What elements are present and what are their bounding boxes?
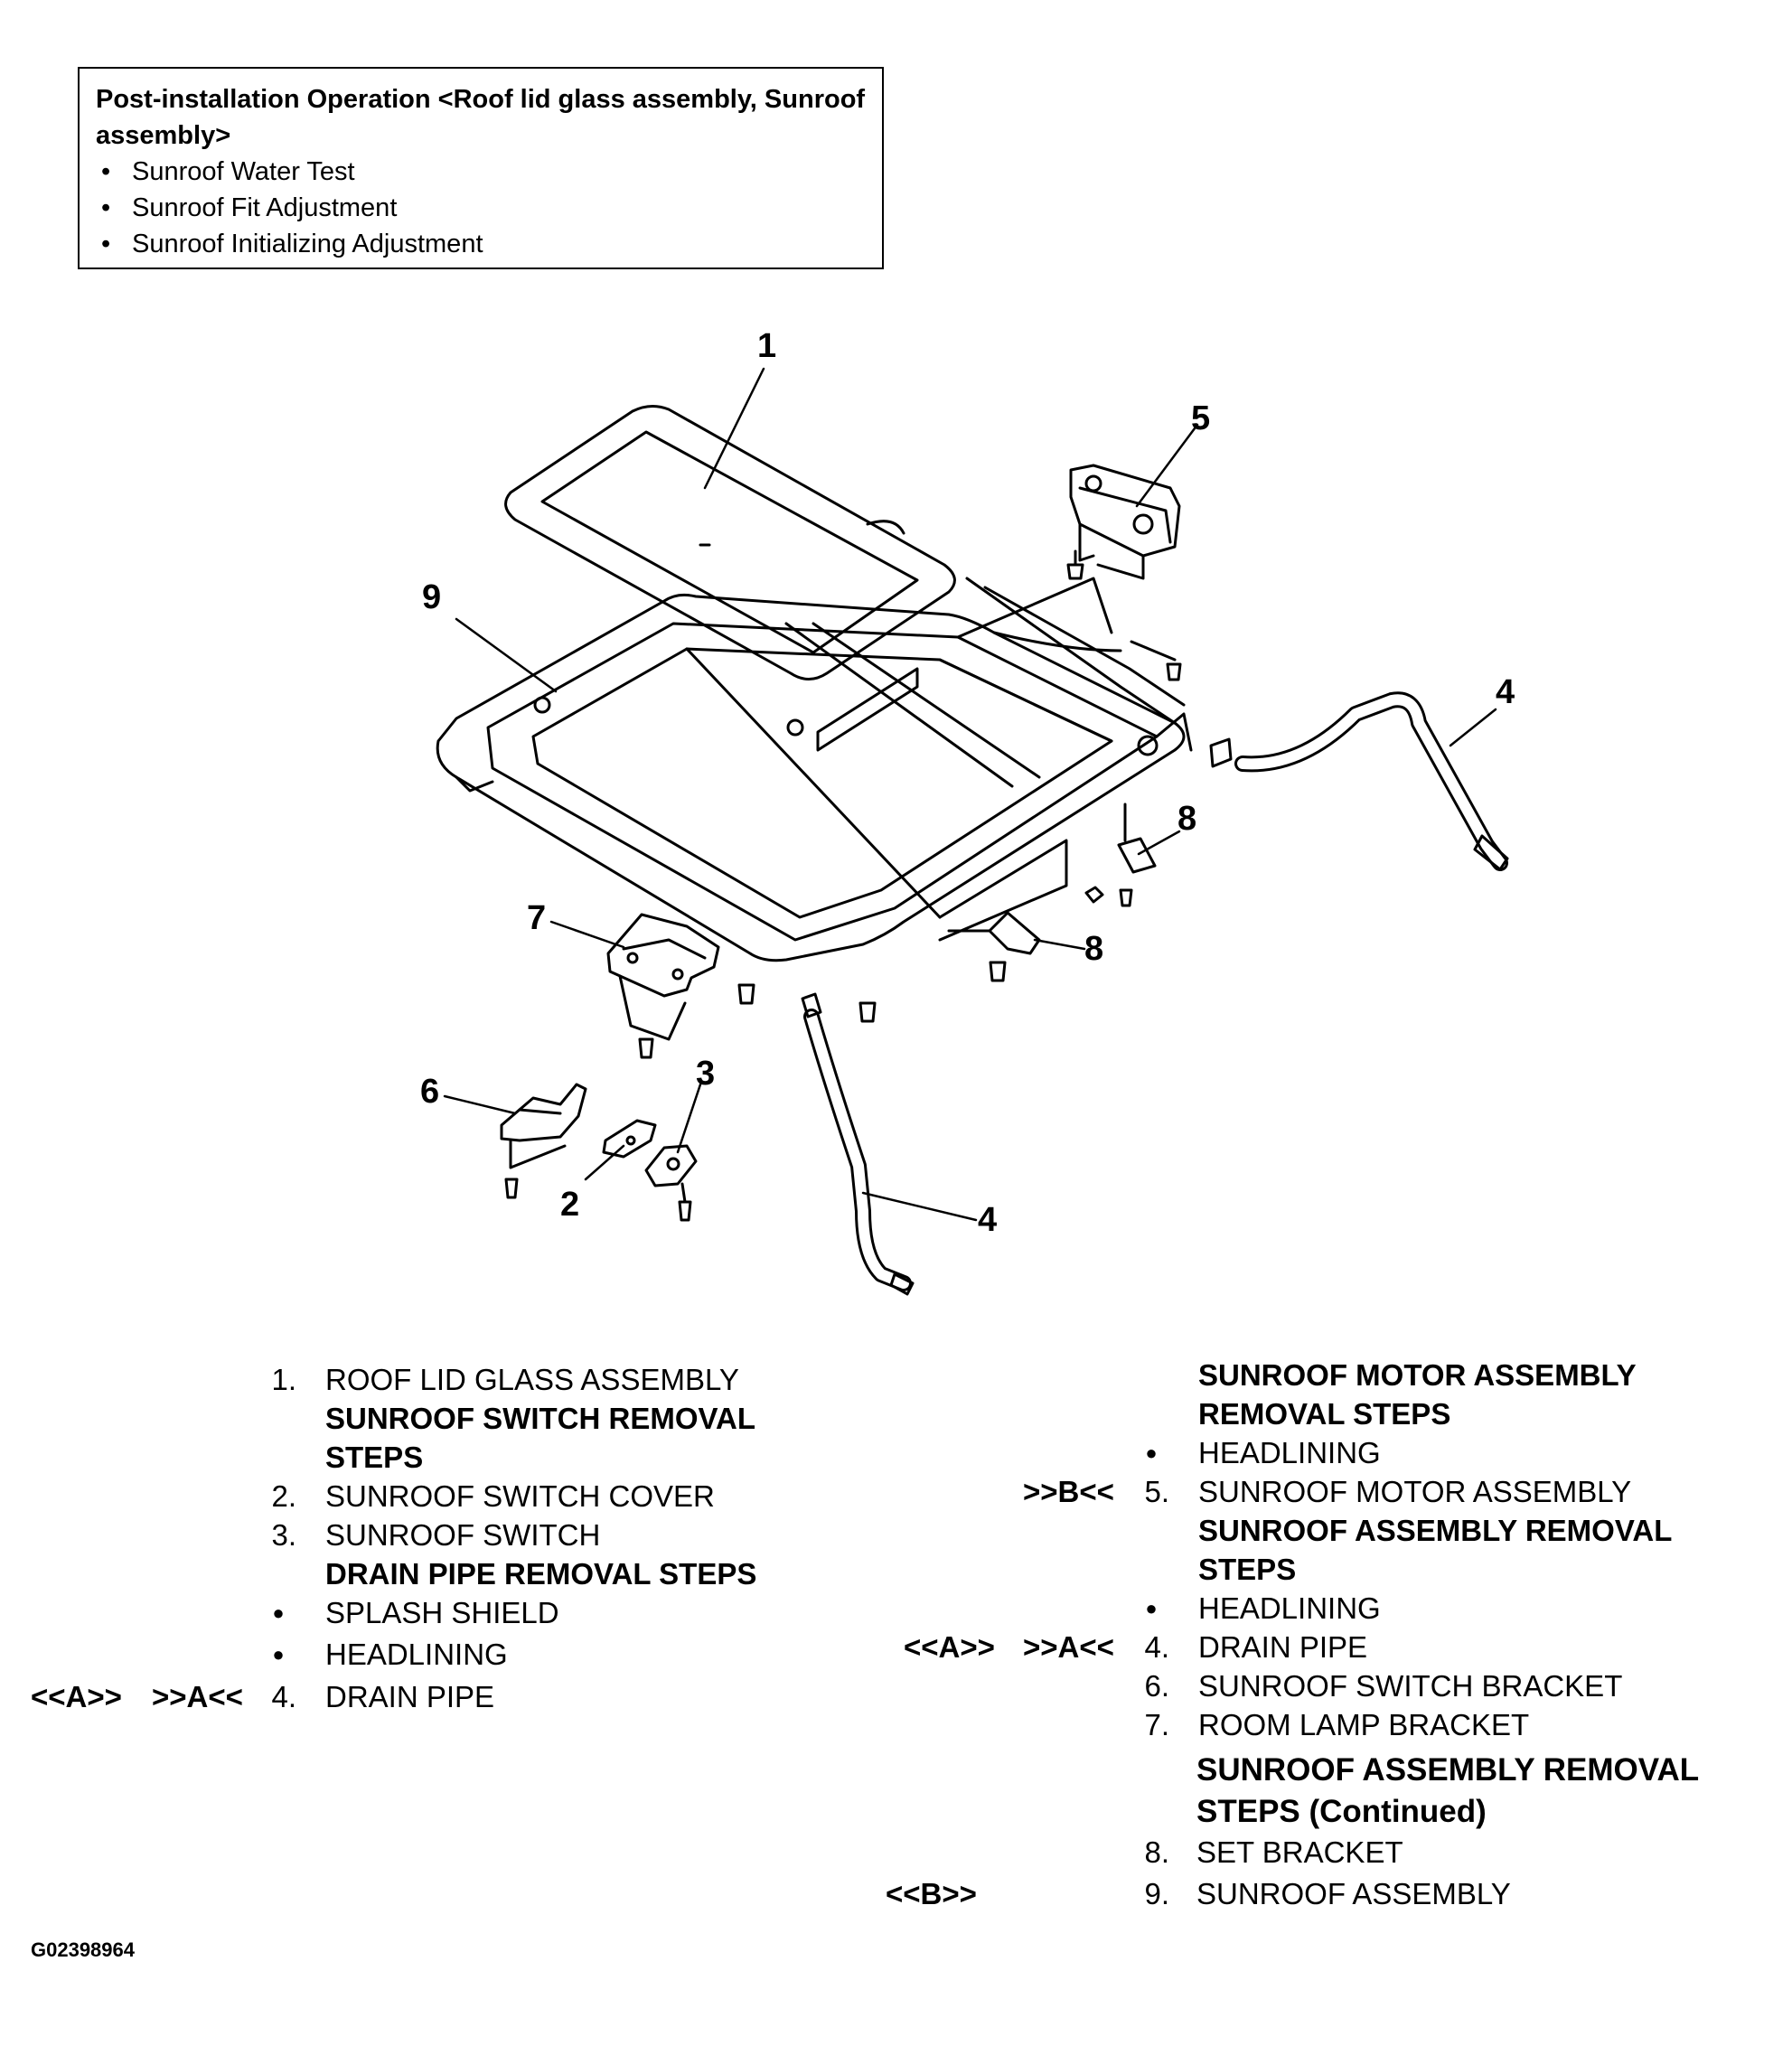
sunroof-exploded-diagram: 1 5 9 4 8 8 7 6 3 2 4	[420, 327, 1515, 1296]
sunroof-frame	[436, 577, 1193, 962]
right-bullet-headlining-1: ● HEADLINING	[1145, 1436, 1381, 1469]
callout-4-front: 4	[978, 1201, 997, 1239]
sunroof-motor	[1066, 464, 1181, 580]
room-lamp-bracket	[606, 913, 720, 1059]
notice-item-water-test: Sunroof Water Test	[96, 154, 866, 190]
right-item-5: >>B<< 5. SUNROOF MOTOR ASSEMBLY	[1023, 1475, 1632, 1508]
notice-item-fit-adjustment: Sunroof Fit Adjustment	[96, 190, 866, 226]
right-item-7: 7. ROOM LAMP BRACKET	[1144, 1708, 1530, 1741]
right-header-assembly-removal: SUNROOF ASSEMBLY REMOVAL STEPS	[1198, 1514, 1672, 1586]
drain-pipe-rear	[1209, 691, 1509, 871]
switch-bracket	[500, 1083, 587, 1199]
left-steps-list: 1. ROOF LID GLASS ASSEMBLY SUNROOF SWITC…	[0, 1360, 813, 1716]
callout-7: 7	[527, 899, 546, 937]
sunroof-switch	[644, 1144, 698, 1222]
callout-6: 6	[420, 1073, 439, 1111]
right-steps-list: SUNROOF MOTOR ASSEMBLY REMOVAL STEPS ● H…	[868, 1356, 1771, 1913]
switch-cover	[602, 1119, 657, 1159]
callout-9: 9	[422, 578, 441, 616]
left-bullet-headlining: ● HEADLINING	[272, 1638, 508, 1671]
left-item-4: <<A>> >>A<< 4. DRAIN PIPE	[31, 1680, 495, 1713]
leader-lines	[443, 367, 1497, 1222]
right-item-6: 6. SUNROOF SWITCH BRACKET	[1144, 1669, 1623, 1703]
drain-pipe-front	[801, 992, 915, 1296]
right-item-9: <<B>> 9. SUNROOF ASSEMBLY	[886, 1877, 1511, 1910]
callout-4-rear: 4	[1496, 673, 1515, 711]
left-item-2: 2. SUNROOF SWITCH COVER	[271, 1479, 715, 1513]
left-bullet-splash-shield: ● SPLASH SHIELD	[272, 1596, 559, 1629]
left-item-1: 1. ROOF LID GLASS ASSEMBLY	[271, 1363, 739, 1396]
notice-title: Post-installation Operation <Roof lid gl…	[96, 85, 866, 150]
right-item-8: 8. SET BRACKET	[1144, 1835, 1403, 1869]
left-header-drain-pipe: DRAIN PIPE REMOVAL STEPS	[325, 1557, 757, 1591]
callout-8-top: 8	[1177, 800, 1196, 838]
callout-1: 1	[757, 327, 776, 365]
right-header-motor-removal: SUNROOF MOTOR ASSEMBLY REMOVAL STEPS	[1198, 1358, 1637, 1431]
right-bullet-headlining-2: ● HEADLINING	[1145, 1591, 1381, 1625]
post-installation-notice: Post-installation Operation <Roof lid gl…	[78, 67, 884, 269]
fasteners	[737, 640, 1182, 1023]
right-item-4: <<A>> >>A<< 4. DRAIN PIPE	[904, 1630, 1368, 1664]
notice-item-initializing: Sunroof Initializing Adjustment	[96, 226, 866, 262]
right-header-continued: SUNROOF ASSEMBLY REMOVAL STEPS (Continue…	[1196, 1752, 1699, 1829]
notice-list: Sunroof Water Test Sunroof Fit Adjustmen…	[96, 154, 866, 262]
callout-5: 5	[1191, 399, 1210, 437]
left-header-switch-removal: SUNROOF SWITCH REMOVAL STEPS	[325, 1402, 755, 1474]
callout-8-bottom: 8	[1084, 930, 1103, 968]
callout-3: 3	[696, 1055, 715, 1093]
figure-id: G02398964	[31, 1938, 135, 1961]
left-item-3: 3. SUNROOF SWITCH	[271, 1518, 601, 1552]
callout-2: 2	[560, 1186, 579, 1224]
set-brackets	[947, 802, 1157, 955]
roof-lid-glass	[504, 405, 956, 680]
